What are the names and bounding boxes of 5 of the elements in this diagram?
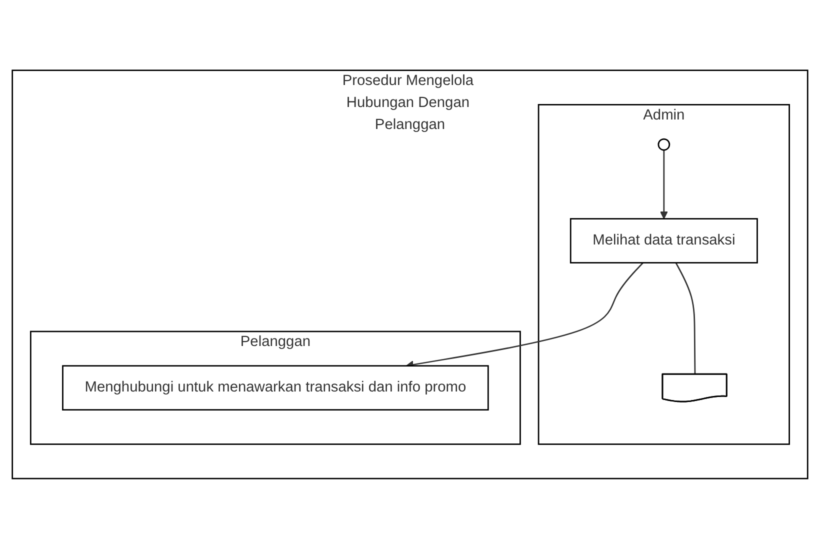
node-box: Menghubungi untuk menawarkan transaksi dan info promo	[62, 365, 489, 411]
node-box: Melihat data transaksi	[570, 218, 758, 264]
arrow	[660, 150, 668, 220]
connector	[675, 262, 696, 375]
node-circle	[658, 138, 670, 151]
